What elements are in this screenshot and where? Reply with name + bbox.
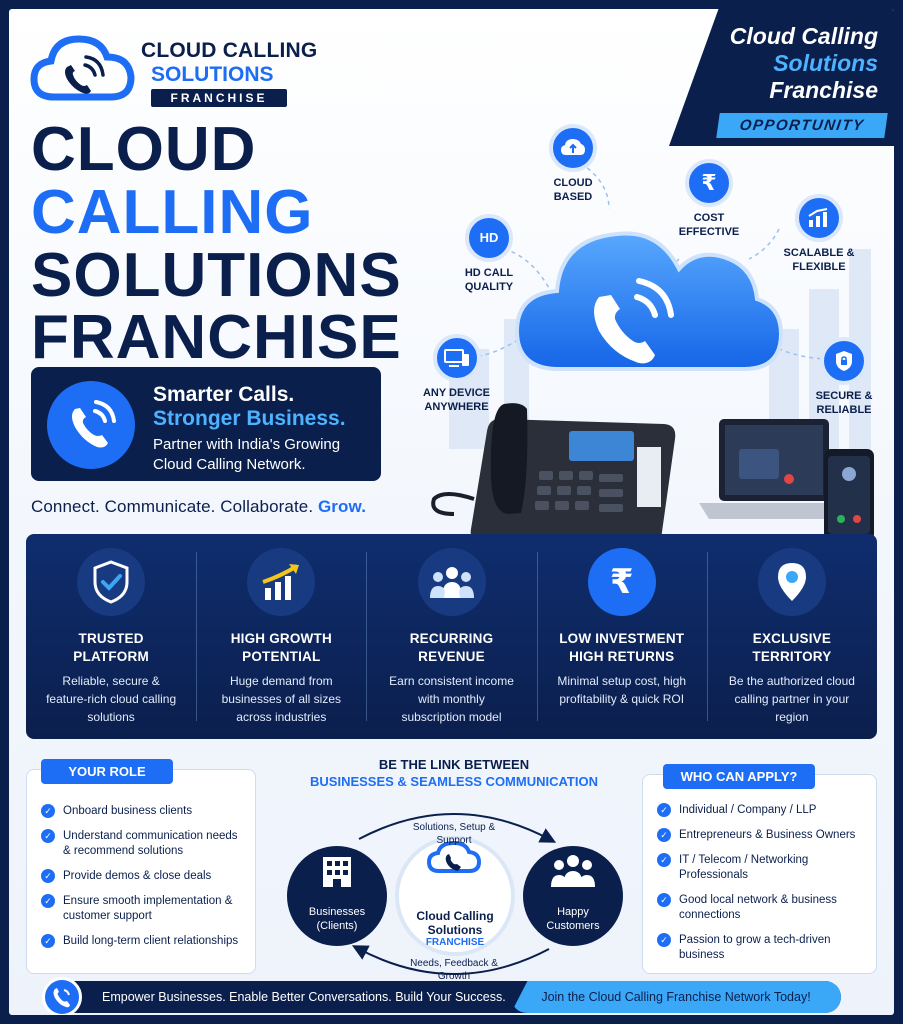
feature-cost-effective: ₹ COST EFFECTIVE [664,159,754,239]
benefit-title: RECURRING REVENUE [409,631,494,664]
corner-line-2: Solutions [773,50,878,76]
customers-label: Happy Customers [546,906,600,932]
tagline-main: Connect. Communicate. Collaborate. [31,497,314,516]
who-can-apply-list: Individual / Company / LLP Entrepreneurs… [657,803,868,973]
businesses-label: Businesses (Clients) [308,906,366,932]
feature-scalable-label: SCALABLE & FLEXIBLE [783,247,855,273]
top-arrow-label: Solutions, Setup & Support [412,822,496,846]
corner-line-3: Franchise [769,77,878,103]
tagline: Connect. Communicate. Collaborate. Grow. [31,497,366,517]
rupee-icon: ₹ [685,159,733,207]
growth-chart-icon [247,548,316,616]
footer-cta[interactable]: Join the Cloud Calling Franchise Network… [511,981,841,1013]
benefit-title: EXCLUSIVE TERRITORY [752,631,832,664]
bar-chart-icon [795,194,843,242]
list-item: Provide demos & close deals [41,869,247,884]
hd-icon: HD [465,214,513,262]
list-item: Passion to grow a tech-driven business [657,933,868,963]
smart-title: Smarter Calls. [153,383,295,406]
smart-text: Partner with India's Growing Cloud Calli… [153,436,341,473]
bottom-arrow-label: Needs, Feedback & Growth [410,958,498,982]
cloud-phone-icon [30,35,135,101]
feature-hd: HD HD CALL QUALITY [439,214,539,294]
smarter-calls-box: Smarter Calls. Stronger Business. Partne… [31,367,381,481]
feature-secure-label: SECURE & RELIABLE [815,390,873,416]
center-line-1: Cloud Calling [416,909,494,923]
hd-badge-label: HD [479,230,499,245]
benefits-band: TRUSTED PLATFORM Reliable, secure & feat… [26,534,877,739]
shield-check-icon [77,548,146,616]
benefit-desc: Be the authorized cloud calling partner … [728,674,855,724]
benefit-high-growth: HIGH GROWTH POTENTIAL Huge demand from b… [196,534,366,739]
lock-shield-icon [820,337,868,385]
center-line-3: FRANCHISE [425,937,485,948]
benefit-trusted-platform: TRUSTED PLATFORM Reliable, secure & feat… [26,534,196,739]
rupee-icon: ₹ [587,548,656,616]
your-role-list: Onboard business clients Understand comm… [41,804,247,959]
headline-line-3: SOLUTIONS [31,241,402,310]
phone-icon [42,977,82,1015]
list-item: Onboard business clients [41,804,247,819]
list-item: Entrepreneurs & Business Owners [657,828,868,843]
benefit-desc: Minimal setup cost, high profitability &… [557,674,687,706]
phone-signal-icon [47,381,135,469]
link-diagram: Solutions, Setup & Support Needs, Feedba… [269,799,639,984]
feature-secure: SECURE & RELIABLE [799,337,889,417]
who-can-apply-title: WHO CAN APPLY? [663,764,815,789]
tagline-accent: Grow. [317,497,367,516]
logo-line-2: SOLUTIONS [151,63,274,86]
footer-bar: Empower Businesses. Enable Better Conver… [42,977,841,1015]
feature-cloud-based: CLOUD BASED [533,124,613,204]
logo-line-1: CLOUD CALLING [141,39,318,62]
feature-any-device-label: ANY DEVICE ANYWHERE [422,387,491,413]
headline-line-1: CLOUD [31,115,257,184]
list-item: IT / Telecom / Networking Professionals [657,853,868,883]
smart-subtitle: Stronger Business. [153,407,346,430]
feature-cost-effective-label: COST EFFECTIVE [678,212,740,238]
link-title-2: BUSINESSES & SEAMLESS COMMUNICATION [310,774,598,789]
feature-hd-label: HD CALL QUALITY [464,267,514,293]
poster-canvas: CLOUD CALLING SOLUTIONS FRANCHISE Cloud … [9,9,894,1015]
feature-cloud-based-label: CLOUD BASED [553,177,593,203]
list-item: Good local network & business connection… [657,893,868,923]
corner-line-1: Cloud Calling [729,23,878,49]
feature-rupee-symbol: ₹ [701,170,717,195]
hero-illustration: CLOUD BASED ₹ COST EFFECTIVE SCALABLE & … [409,119,894,549]
benefit-recurring-revenue: RECURRING REVENUE Earn consistent income… [366,534,536,739]
link-arrows [287,813,623,975]
center-line-2: Solutions [427,923,483,937]
hero-art [431,158,874,544]
list-item: Individual / Company / LLP [657,803,868,818]
logo-line-3: FRANCHISE [151,89,287,107]
who-can-apply-panel: WHO CAN APPLY? Individual / Company / LL… [642,764,877,974]
list-item: Understand communication needs & recomme… [41,829,247,859]
devices-icon [432,334,481,382]
location-pin-icon [757,548,826,616]
benefit-exclusive-territory: EXCLUSIVE TERRITORY Be the authorized cl… [706,534,877,739]
benefit-title: HIGH GROWTH POTENTIAL [230,631,332,664]
benefit-title: LOW INVESTMENT HIGH RETURNS [559,631,685,664]
footer-left-text: Empower Businesses. Enable Better Conver… [102,990,506,1004]
brand-logo: CLOUD CALLING SOLUTIONS FRANCHISE [29,27,329,112]
benefit-desc: Huge demand from businesses of all sizes… [221,674,341,724]
list-item: Build long-term client relationships [41,934,247,949]
benefit-title: TRUSTED PLATFORM [73,631,149,664]
headline-line-4: FRANCHISE [31,303,402,372]
corner-badge: Cloud Calling Solutions Franchise OPPORT… [669,9,894,146]
feature-any-device: ANY DEVICE ANYWHERE [409,334,504,414]
benefit-rupee-symbol: ₹ [609,563,634,601]
your-role-panel: YOUR ROLE Onboard business clients Under… [26,759,256,974]
link-title-1: BE THE LINK BETWEEN [378,757,530,772]
benefit-desc: Reliable, secure & feature-rich cloud ca… [46,674,177,724]
benefit-low-investment: ₹ LOW INVESTMENT HIGH RETURNS Minimal se… [536,534,707,739]
cloud-upload-icon [549,124,597,172]
headline-line-2: CALLING [31,178,314,247]
feature-scalable: SCALABLE & FLEXIBLE [769,194,869,274]
benefit-desc: Earn consistent income with monthly subs… [389,674,514,724]
your-role-title: YOUR ROLE [41,759,173,784]
list-item: Ensure smooth implementation & customer … [41,894,247,924]
people-group-icon [417,548,486,616]
